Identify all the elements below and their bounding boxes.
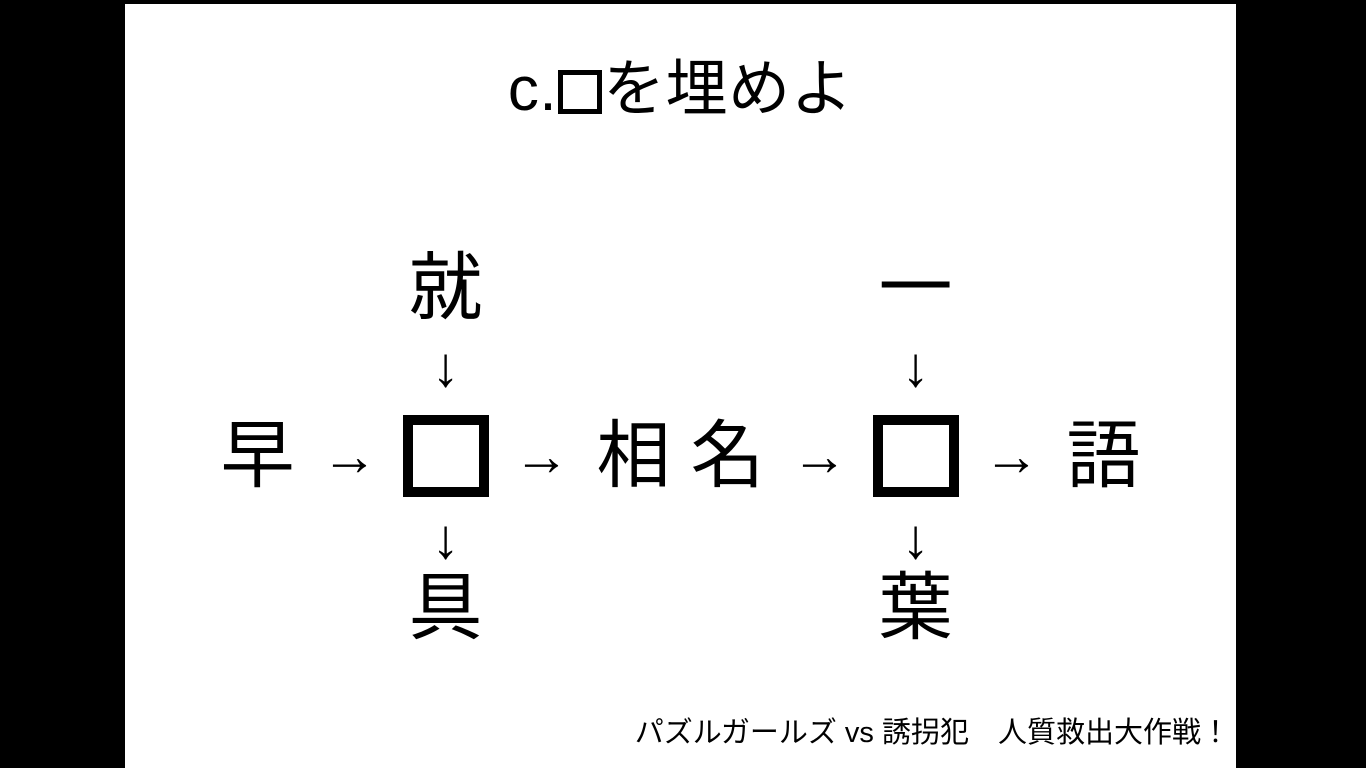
arrow-right-icon: →	[513, 424, 570, 487]
slide-footer: パズルガールズ vs 誘拐犯 人質救出大作戦！	[634, 717, 1230, 750]
puzzle-left-kanji-bottom: 具	[408, 566, 483, 649]
puzzle-right-bottom-row: 葉	[681, 568, 1151, 648]
puzzle-left-left-cell: 早	[214, 419, 302, 493]
puzzle-left-top-row: 就	[211, 248, 681, 328]
puzzle-right-top-cell: 一	[868, 251, 964, 325]
puzzle-left-right-cell: 相	[590, 419, 678, 493]
puzzle-right-kanji-bottom: 葉	[878, 566, 953, 649]
puzzle-left-top-cell: 就	[398, 251, 494, 325]
puzzle-right: 一 ↓ 名 →	[681, 234, 1151, 664]
puzzle-right-kanji-top: 一	[878, 246, 953, 329]
puzzle-left-center-cell	[398, 415, 494, 497]
arrow-right-icon: →	[321, 424, 378, 487]
puzzle-left-middle-row: 早 → → 相	[211, 406, 681, 506]
puzzle-left-kanji-top: 就	[408, 246, 483, 329]
puzzle-left-bottom-cell: 具	[398, 571, 494, 645]
puzzle-left-arrow-bottom-cell: ↓	[398, 511, 494, 567]
puzzle-left-arrow-bottom-row: ↓	[211, 511, 681, 567]
page-title-prefix: c.	[507, 55, 558, 124]
puzzle-right-middle-row: 名 → → 語	[681, 406, 1151, 506]
page-title-suffix: を埋めよ	[603, 55, 854, 124]
puzzle-area: 就 ↓ 早 →	[125, 234, 1236, 664]
puzzle-right-top-row: 一	[681, 248, 1151, 328]
puzzle-left-arrow-top-cell: ↓	[398, 339, 494, 395]
arrow-down-icon: ↓	[901, 507, 930, 570]
arrow-right-icon: →	[791, 424, 848, 487]
puzzle-right-right-cell: 語	[1060, 419, 1148, 493]
puzzle-right-kanji-right: 語	[1066, 414, 1141, 497]
puzzle-right-kanji-left: 名	[690, 414, 765, 497]
arrow-right-icon: →	[983, 424, 1040, 487]
puzzle-left-arrow-top-row: ↓	[211, 339, 681, 395]
puzzle-right-arrow-bottom-cell: ↓	[868, 511, 964, 567]
slide-canvas: c.を埋めよ 就 ↓	[125, 4, 1236, 768]
puzzle-left-kanji-left: 早	[220, 414, 295, 497]
puzzle-right-answer-box[interactable]	[872, 415, 959, 497]
puzzle-right-center-cell	[868, 415, 964, 497]
puzzle-right-left-cell: 名	[684, 419, 772, 493]
arrow-down-icon: ↓	[431, 507, 460, 570]
puzzle-left-kanji-right: 相	[596, 414, 671, 497]
arrow-down-icon: ↓	[901, 335, 930, 398]
puzzle-right-bottom-cell: 葉	[868, 571, 964, 645]
puzzle-left-answer-box[interactable]	[402, 415, 489, 497]
box-outline-icon	[558, 70, 603, 114]
letterbox-bar-left	[0, 0, 125, 768]
puzzle-right-arrow-bottom-row: ↓	[681, 511, 1151, 567]
page-title: c.を埋めよ	[125, 59, 1236, 121]
puzzle-left: 就 ↓ 早 →	[211, 234, 681, 664]
arrow-down-icon: ↓	[431, 335, 460, 398]
letterbox-bar-top	[0, 0, 1366, 4]
puzzle-right-arrow-top-cell: ↓	[868, 339, 964, 395]
puzzle-right-arrow-top-row: ↓	[681, 339, 1151, 395]
puzzle-left-bottom-row: 具	[211, 568, 681, 648]
letterbox-bar-right	[1236, 0, 1366, 768]
